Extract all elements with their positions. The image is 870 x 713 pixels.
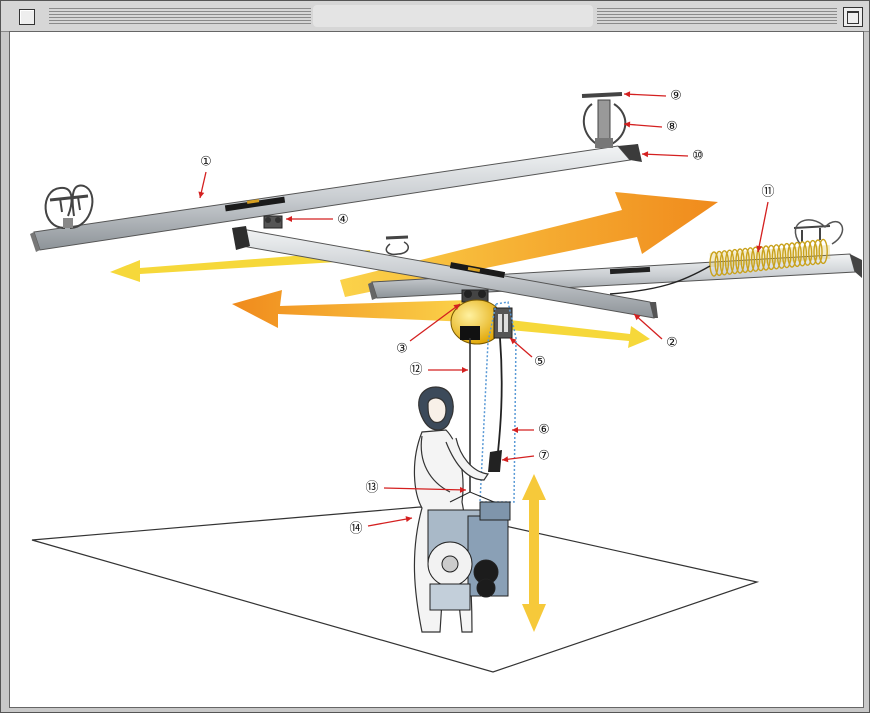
coil-loop <box>730 248 740 275</box>
callout-arrowhead-4 <box>286 216 292 222</box>
coil-loop <box>724 249 735 275</box>
callout-label-3: ③ <box>396 342 408 357</box>
callout-arrowhead-14 <box>405 516 412 523</box>
title-bar-stripes-left <box>49 8 311 25</box>
floor-outline <box>31 506 760 673</box>
callout-arrowhead-3 <box>453 304 460 310</box>
callout-layer: ① ② ③ ④ ⑤ ⑥ ⑦ ⑧ ⑨ ⑩ ⑪ ⑫ ⑬ ⑭ <box>198 89 775 537</box>
callout-leader-3 <box>409 303 461 342</box>
callout-label-1: ① <box>200 155 212 170</box>
coil-loop <box>719 250 730 276</box>
end-truck <box>263 215 283 229</box>
coiled-hose <box>609 238 831 295</box>
bridge-rail <box>232 226 658 319</box>
callout-label-4: ④ <box>337 213 349 228</box>
coil-loop <box>761 245 771 271</box>
coil-loop <box>740 247 750 274</box>
window-title <box>313 5 593 27</box>
callout-label-5: ⑤ <box>534 355 546 370</box>
crane-diagram: ① ② ③ ④ ⑤ ⑥ ⑦ ⑧ ⑨ ⑩ ⑪ ⑫ ⑬ ⑭ <box>30 89 862 673</box>
suspension-bracket-left <box>44 184 94 229</box>
hose-loop <box>479 301 517 503</box>
callout-label-8: ⑧ <box>666 120 678 135</box>
coil-loop <box>714 250 724 277</box>
callout-label-13: ⑬ <box>365 481 378 496</box>
callout-label-9: ⑨ <box>670 89 682 104</box>
coil-loop <box>818 238 828 265</box>
trolley <box>461 289 489 303</box>
callout-leader-8 <box>623 123 663 128</box>
travel-arrow-yellow-left <box>110 250 370 282</box>
coil-loop <box>808 239 818 266</box>
travel-arrow-yellow-right <box>510 320 650 348</box>
callout-arrowhead-11 <box>756 245 763 252</box>
callout-arrowhead-8 <box>624 121 631 128</box>
coil-loop <box>792 241 802 268</box>
callout-leader-14 <box>367 517 413 527</box>
air-hoist <box>450 299 513 345</box>
control-pendant <box>488 337 503 472</box>
callout-leader-13 <box>383 487 467 491</box>
callout-arrowhead-12 <box>462 367 468 373</box>
callout-leader-11 <box>757 201 769 253</box>
close-box[interactable] <box>19 9 35 25</box>
callout-label-14: ⑭ <box>349 522 362 537</box>
callout-label-7: ⑦ <box>538 449 550 464</box>
coil-loop <box>813 239 823 265</box>
callout-arrowhead-2 <box>634 314 641 321</box>
callout-label-2: ② <box>666 336 678 351</box>
callout-label-11: ⑪ <box>761 185 774 200</box>
callout-arrowhead-7 <box>502 456 509 463</box>
zoom-box[interactable] <box>843 7 863 27</box>
callout-arrowhead-5 <box>510 338 517 345</box>
coil-loop <box>709 251 719 277</box>
coil-loop <box>782 242 792 269</box>
coil-loop <box>745 247 756 273</box>
coil-loop <box>750 246 761 272</box>
coil-loop <box>735 248 745 274</box>
coil-loop <box>771 244 782 270</box>
runway-rail-main <box>30 144 642 252</box>
callout-arrowhead-13 <box>459 486 466 493</box>
title-bar-stripes-right <box>597 8 837 25</box>
suspension-bracket-mid <box>385 235 409 256</box>
callout-arrowhead-1 <box>198 191 205 198</box>
coil-loop <box>766 244 776 271</box>
suspension-bracket-right <box>581 92 627 148</box>
callout-label-10: ⑩ <box>692 149 704 164</box>
callout-arrowhead-9 <box>624 91 631 98</box>
callout-leader-10 <box>641 153 689 157</box>
diagram-canvas: ① ② ③ ④ ⑤ ⑥ ⑦ ⑧ ⑨ ⑩ ⑪ ⑫ ⑬ ⑭ <box>9 31 864 708</box>
coil-loop <box>776 243 787 269</box>
callout-arrowhead-6 <box>512 427 518 433</box>
callout-leader-2 <box>633 313 663 340</box>
coil-loop <box>802 240 813 266</box>
coil-loop <box>797 241 808 267</box>
engine-load <box>427 491 511 611</box>
travel-arrow-orange-left <box>232 290 470 328</box>
callout-label-6: ⑥ <box>538 423 550 438</box>
callout-arrowhead-10 <box>642 151 649 158</box>
callout-leader-9 <box>623 93 667 97</box>
callout-label-12: ⑫ <box>409 363 422 378</box>
title-bar[interactable] <box>1 1 869 32</box>
coil-loop <box>787 242 797 268</box>
lift-arrow <box>522 474 546 632</box>
